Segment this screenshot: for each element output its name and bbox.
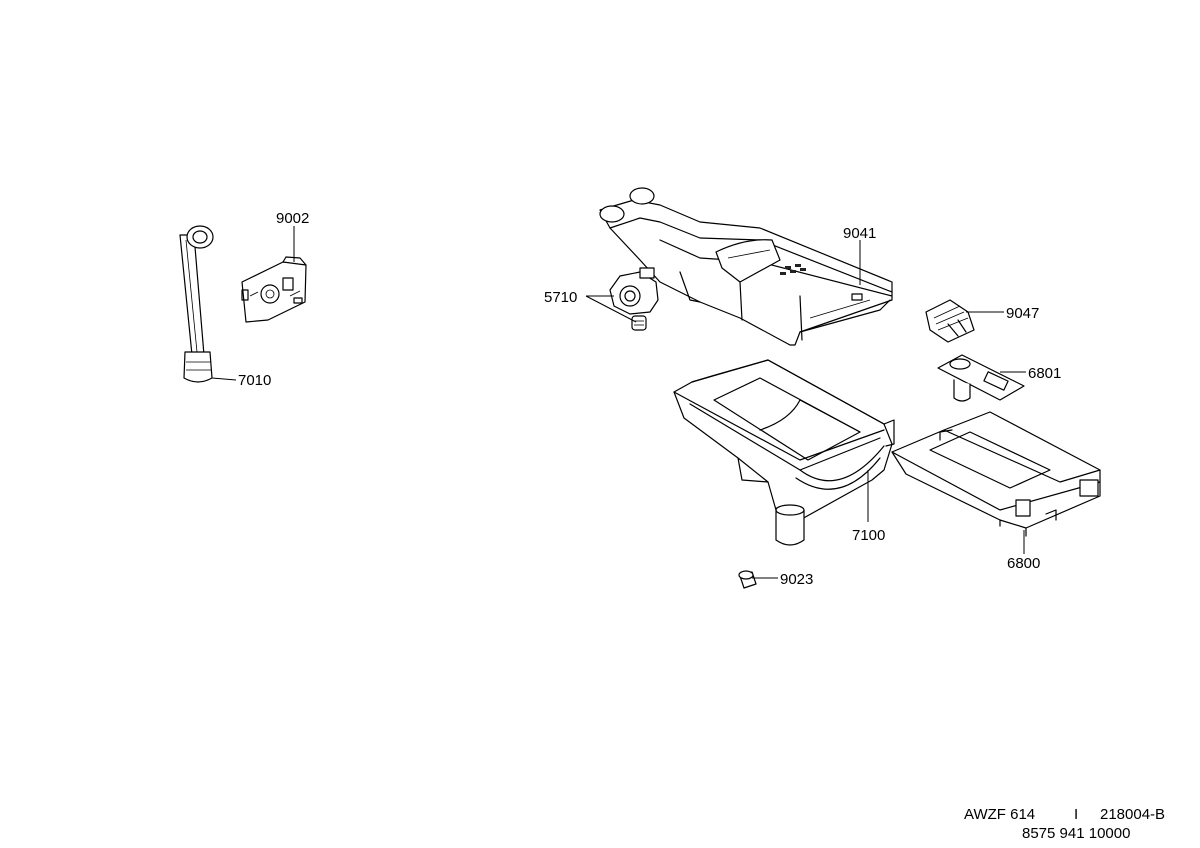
footer-part-number: 8575 941 10000	[1022, 825, 1131, 842]
part-9047-grille	[925, 299, 975, 343]
part-7100-housing	[673, 359, 895, 546]
label-6801: 6801	[1028, 365, 1061, 382]
footer-code: 218004-B	[1100, 806, 1166, 823]
part-9002-bracket	[241, 256, 307, 323]
footer-model: AWZF 614	[964, 806, 1036, 823]
leader-lines	[211, 226, 1026, 579]
part-6800-drawer	[891, 411, 1101, 537]
label-7100: 7100	[852, 527, 885, 544]
label-7010: 7010	[238, 372, 271, 389]
label-5710: 5710	[544, 289, 577, 306]
label-9023: 9023	[780, 571, 813, 588]
part-6801-insert	[937, 354, 1025, 402]
part-9023-bushing	[738, 570, 757, 589]
label-6800: 6800	[1007, 555, 1040, 572]
footer-separator: I	[1074, 806, 1079, 823]
label-9047: 9047	[1006, 305, 1039, 322]
label-9002: 9002	[276, 210, 309, 227]
label-9041: 9041	[843, 225, 876, 242]
part-7010-pipe	[179, 225, 214, 383]
part-5710-valve	[609, 267, 659, 331]
part-labels: 9002 7010 9041 5710 9047 6801 7100 6800 …	[238, 210, 1061, 588]
